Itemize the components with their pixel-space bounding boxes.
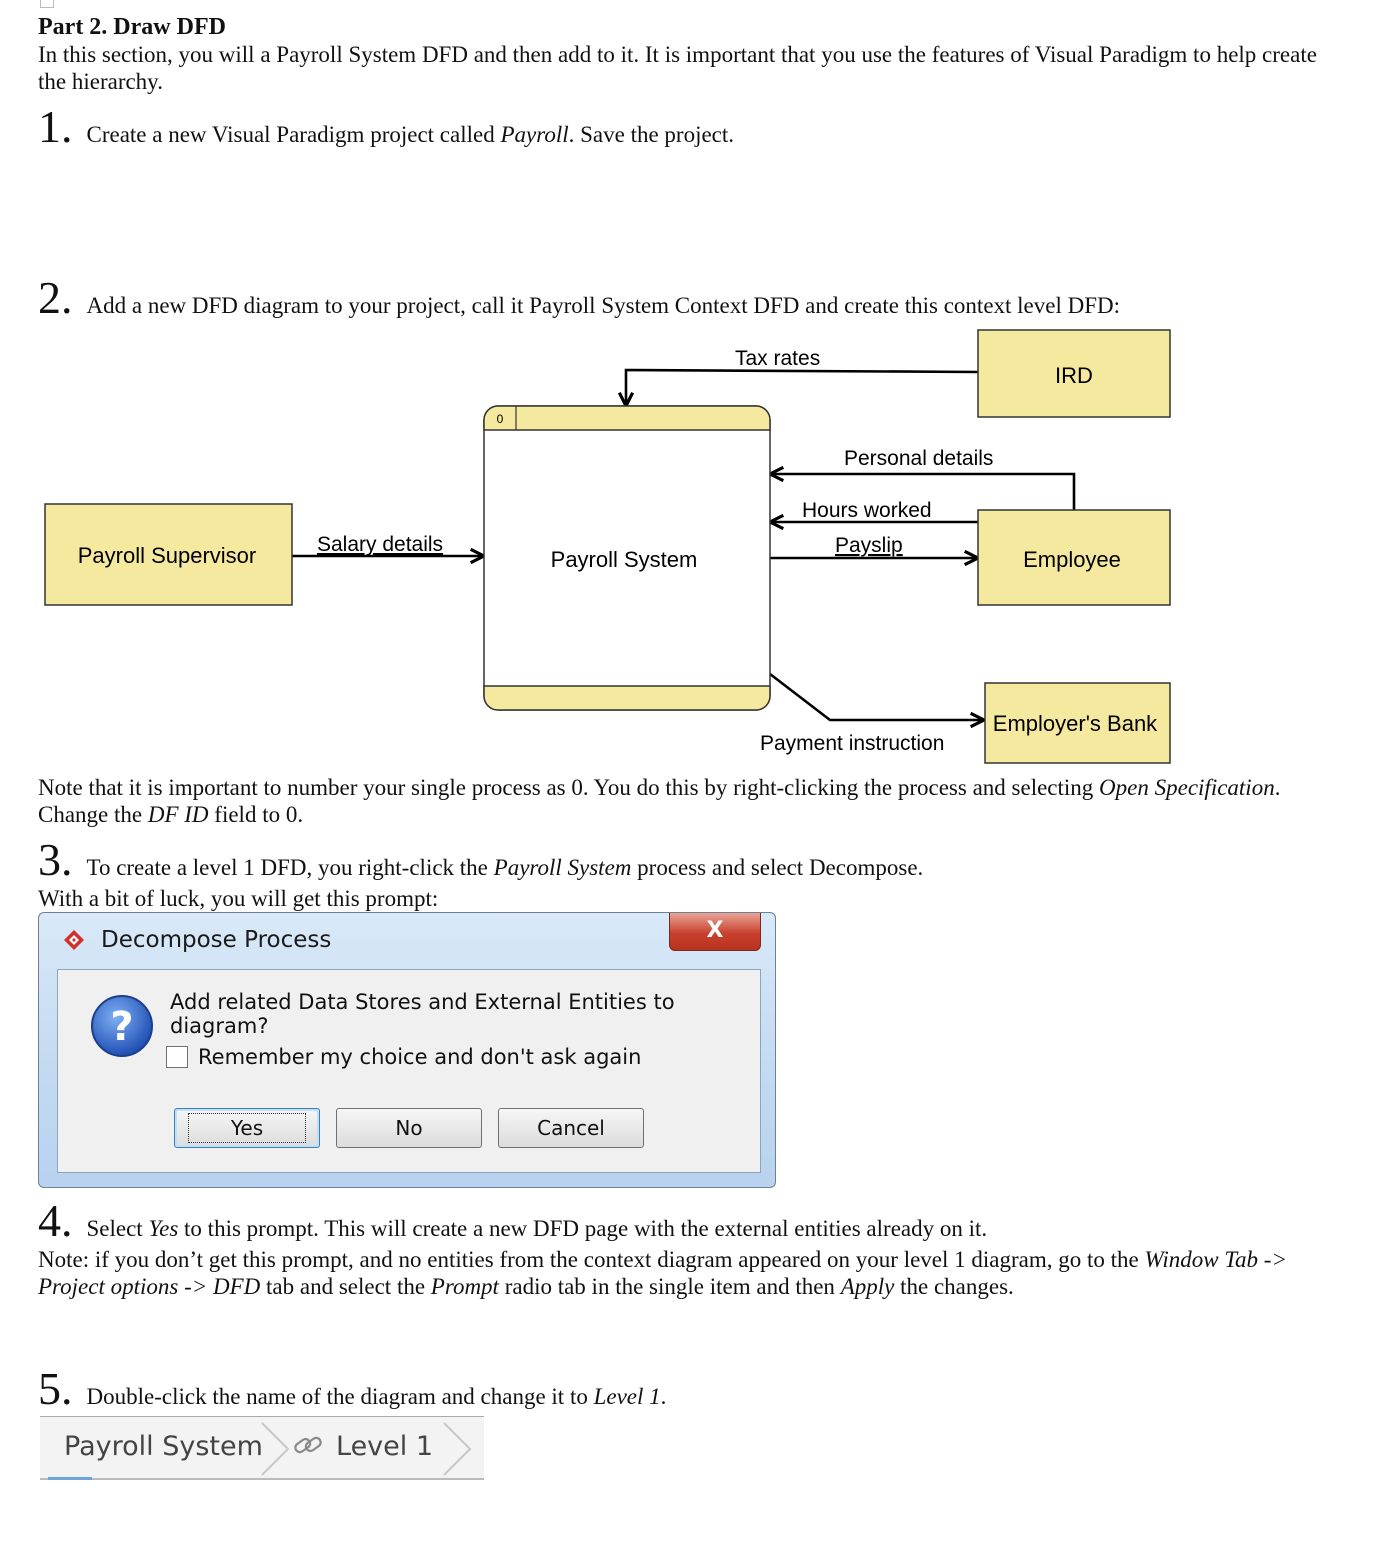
- chevron-right-icon: [261, 1422, 290, 1476]
- step-5-text: Double-click the name of the diagram and…: [86, 1384, 667, 1409]
- dialog-body: ? Add related Data Stores and External E…: [57, 969, 761, 1173]
- question-icon: ?: [91, 995, 153, 1057]
- flow-payment-instruction: [769, 672, 984, 720]
- decompose-process-dialog: Decompose Process X ? Add related Data S…: [38, 912, 776, 1188]
- flow-label-payment-instruction: Payment instruction: [760, 732, 944, 755]
- entity-ird[interactable]: IRD: [977, 329, 1171, 418]
- note-missing-prompt: Note: if you don’t get this prompt, and …: [38, 1247, 1287, 1299]
- breadcrumb-level-1[interactable]: Level 1: [336, 1431, 434, 1462]
- step-4-number: 4.: [38, 1195, 73, 1246]
- step-3-number: 3.: [38, 834, 73, 885]
- step-1-number: 1.: [38, 101, 73, 152]
- page-corner-marker: [40, 0, 54, 8]
- entity-label-employee: Employee: [1023, 547, 1121, 572]
- remember-choice-checkbox[interactable]: [166, 1046, 188, 1068]
- remember-choice-label: Remember my choice and don't ask again: [198, 1045, 642, 1069]
- entity-payroll-supervisor[interactable]: Payroll Supervisor: [44, 503, 293, 606]
- dialog-close-button[interactable]: X: [669, 913, 761, 951]
- step-1-text: Create a new Visual Paradigm project cal…: [86, 122, 735, 147]
- svg-text:?: ?: [110, 1004, 133, 1050]
- yes-button[interactable]: Yes: [174, 1108, 320, 1148]
- flow-personal-details: [770, 474, 1076, 510]
- step-2: 2. Add a new DFD diagram to your project…: [38, 275, 1120, 321]
- flow-label-payslip: Payslip: [835, 534, 903, 557]
- breadcrumb-payroll-system[interactable]: Payroll System: [64, 1431, 263, 1462]
- chevron-right-icon: [443, 1422, 472, 1476]
- flow-tax-rates: [626, 368, 981, 406]
- step-4-text: Select Yes to this prompt. This will cre…: [86, 1216, 988, 1241]
- entity-employers-bank[interactable]: Employer's Bank: [984, 682, 1171, 764]
- step-5: 5. Double-click the name of the diagram …: [38, 1366, 666, 1412]
- dialog-title: Decompose Process: [101, 927, 332, 953]
- step-2-text: Add a new DFD diagram to your project, c…: [86, 293, 1121, 318]
- process-id: 0: [497, 412, 504, 426]
- link-icon: [294, 1436, 322, 1454]
- step-2-number: 2.: [38, 272, 73, 323]
- process-payroll-system[interactable]: 0 Payroll System: [483, 405, 771, 711]
- context-dfd-diagram: Tax rates Personal details Hours worked …: [44, 329, 1171, 764]
- step-3-text: To create a level 1 DFD, you right-click…: [86, 855, 924, 880]
- flow-label-tax-rates: Tax rates: [735, 347, 820, 370]
- step-4: 4. Select Yes to this prompt. This will …: [38, 1198, 987, 1244]
- prompt-intro-line: With a bit of luck, you will get this pr…: [38, 886, 439, 911]
- section-heading: Part 2. Draw DFD: [38, 14, 226, 40]
- step-1: 1. Create a new Visual Paradigm project …: [38, 104, 734, 150]
- note-process-numbering: Note that it is important to number your…: [38, 775, 1281, 827]
- intro-paragraph: In this section, you will a Payroll Syst…: [38, 42, 1317, 94]
- entity-label-employers-bank: Employer's Bank: [993, 711, 1158, 736]
- dialog-message: Add related Data Stores and External Ent…: [170, 990, 675, 1038]
- diagram-breadcrumb: Payroll System Level 1: [40, 1416, 484, 1480]
- entity-label-ird: IRD: [1055, 363, 1093, 388]
- cancel-button[interactable]: Cancel: [498, 1108, 644, 1148]
- flow-label-personal-details: Personal details: [844, 447, 993, 470]
- flow-label-salary-details: Salary details: [317, 533, 443, 556]
- step-5-number: 5.: [38, 1363, 73, 1414]
- process-name: Payroll System: [551, 547, 698, 572]
- no-button[interactable]: No: [336, 1108, 482, 1148]
- visual-paradigm-logo-icon: [64, 930, 84, 950]
- flow-label-hours-worked: Hours worked: [802, 499, 932, 522]
- active-tab-indicator: [48, 1477, 92, 1480]
- step-3: 3. To create a level 1 DFD, you right-cl…: [38, 837, 923, 883]
- entity-label-payroll-supervisor: Payroll Supervisor: [78, 543, 257, 568]
- entity-employee[interactable]: Employee: [977, 509, 1171, 606]
